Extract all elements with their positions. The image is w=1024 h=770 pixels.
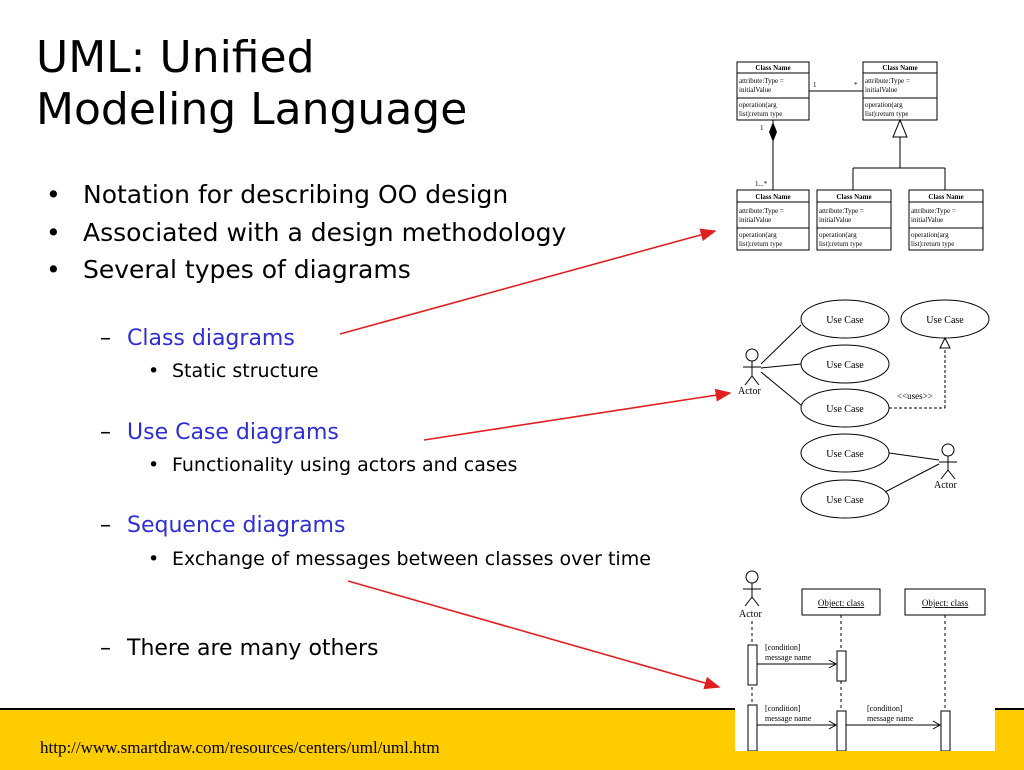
multiplicity-label: 1: [813, 81, 817, 89]
attr-label: attribute:Type =: [739, 77, 784, 85]
arrow-to-sequence-diagram: [347, 580, 721, 690]
use-case-label: Use Case: [826, 404, 864, 415]
op-label: operation(arg: [819, 231, 857, 239]
title-line-1: UML: Unified: [36, 32, 315, 83]
bullet-marker: •: [46, 180, 61, 209]
use-case-diagram-image: Actor Use Case Use Case Use Case Use Cas…: [735, 298, 1000, 520]
actor-label: Actor: [934, 480, 957, 491]
use-case-label: Use Case: [826, 315, 864, 326]
actor-figure-icon: [743, 348, 761, 386]
actor-figure-icon: [743, 570, 761, 607]
message-label: message name: [765, 653, 812, 662]
title-line-2: Modeling Language: [36, 84, 468, 135]
detail-text: Exchange of messages between classes ove…: [172, 548, 651, 570]
use-case-label: Use Case: [826, 495, 864, 506]
class-name-label: Class Name: [836, 193, 871, 201]
detail-text: Functionality using actors and cases: [172, 454, 518, 476]
class-name-label: Class Name: [755, 64, 790, 72]
bullet-text: Several types of diagrams: [83, 255, 411, 284]
attr-label: initialValue: [739, 216, 771, 224]
op-label: operation(arg: [911, 231, 949, 239]
op-label: list):return type: [911, 240, 954, 248]
attr-label: attribute:Type =: [819, 207, 864, 215]
op-label: operation(arg: [739, 101, 777, 109]
op-label: list):return type: [739, 240, 782, 248]
attr-label: initialValue: [911, 216, 943, 224]
multiplicity-label: *: [854, 81, 858, 89]
attr-label: initialValue: [865, 86, 897, 94]
arrow-to-use-case-diagram: [423, 388, 732, 441]
arrow-to-class-diagram: [339, 228, 717, 335]
class-diagram-image: Class Name attribute:Type = initialValue…: [735, 58, 985, 254]
sequence-diagram-image: Actor Object: class Object: class [condi…: [735, 565, 995, 751]
bullet-marker: •: [46, 255, 61, 284]
bullet-marker: •: [148, 360, 160, 382]
actor-label: Actor: [738, 386, 761, 397]
object-label: Object: class: [922, 598, 969, 608]
dash-marker: –: [100, 636, 111, 661]
class-name-label: Class Name: [755, 193, 790, 201]
message-label: message name: [765, 714, 812, 723]
bullet-marker: •: [46, 218, 61, 247]
object-label: Object: class: [818, 598, 865, 608]
attr-label: attribute:Type =: [865, 77, 910, 85]
condition-label: [condition]: [765, 704, 801, 713]
use-case-label: Use Case: [926, 315, 964, 326]
bullet-marker: •: [148, 548, 160, 570]
condition-label: [condition]: [867, 704, 903, 713]
use-case-label: Use Case: [826, 449, 864, 460]
dash-marker: –: [100, 326, 111, 351]
multiplicity-label: 1...*: [755, 180, 768, 188]
attr-label: attribute:Type =: [911, 207, 956, 215]
class-name-label: Class Name: [882, 64, 917, 72]
footer-url[interactable]: http://www.smartdraw.com/resources/cente…: [40, 738, 440, 757]
message-label: message name: [867, 714, 914, 723]
attr-label: attribute:Type =: [739, 207, 784, 215]
attr-label: initialValue: [739, 86, 771, 94]
op-label: operation(arg: [865, 101, 903, 109]
detail-text: Static structure: [172, 360, 319, 382]
class-name-label: Class Name: [928, 193, 963, 201]
op-label: operation(arg: [739, 231, 777, 239]
bullet-text: Notation for describing OO design: [83, 180, 509, 209]
uses-label: <<uses>>: [897, 391, 933, 401]
op-label: list):return type: [739, 110, 782, 118]
actor-figure-icon: [939, 443, 957, 480]
op-label: list):return type: [819, 240, 862, 248]
use-case-label: Use Case: [826, 360, 864, 371]
subitem-label: Sequence diagrams: [127, 513, 346, 538]
slide-title: UML: Unified Modeling Language: [36, 32, 656, 136]
subitem-label: Use Case diagrams: [127, 420, 339, 445]
dash-marker: –: [100, 420, 111, 445]
attr-label: initialValue: [819, 216, 851, 224]
bullet-marker: •: [148, 454, 160, 476]
subitem-label: There are many others: [127, 636, 379, 661]
dash-marker: –: [100, 513, 111, 538]
actor-label: Actor: [739, 609, 762, 620]
condition-label: [condition]: [765, 643, 801, 652]
multiplicity-label: 1: [760, 124, 764, 132]
bullet-text: Associated with a design methodology: [83, 218, 567, 247]
op-label: list):return type: [865, 110, 908, 118]
subitem-label: Class diagrams: [127, 326, 295, 351]
